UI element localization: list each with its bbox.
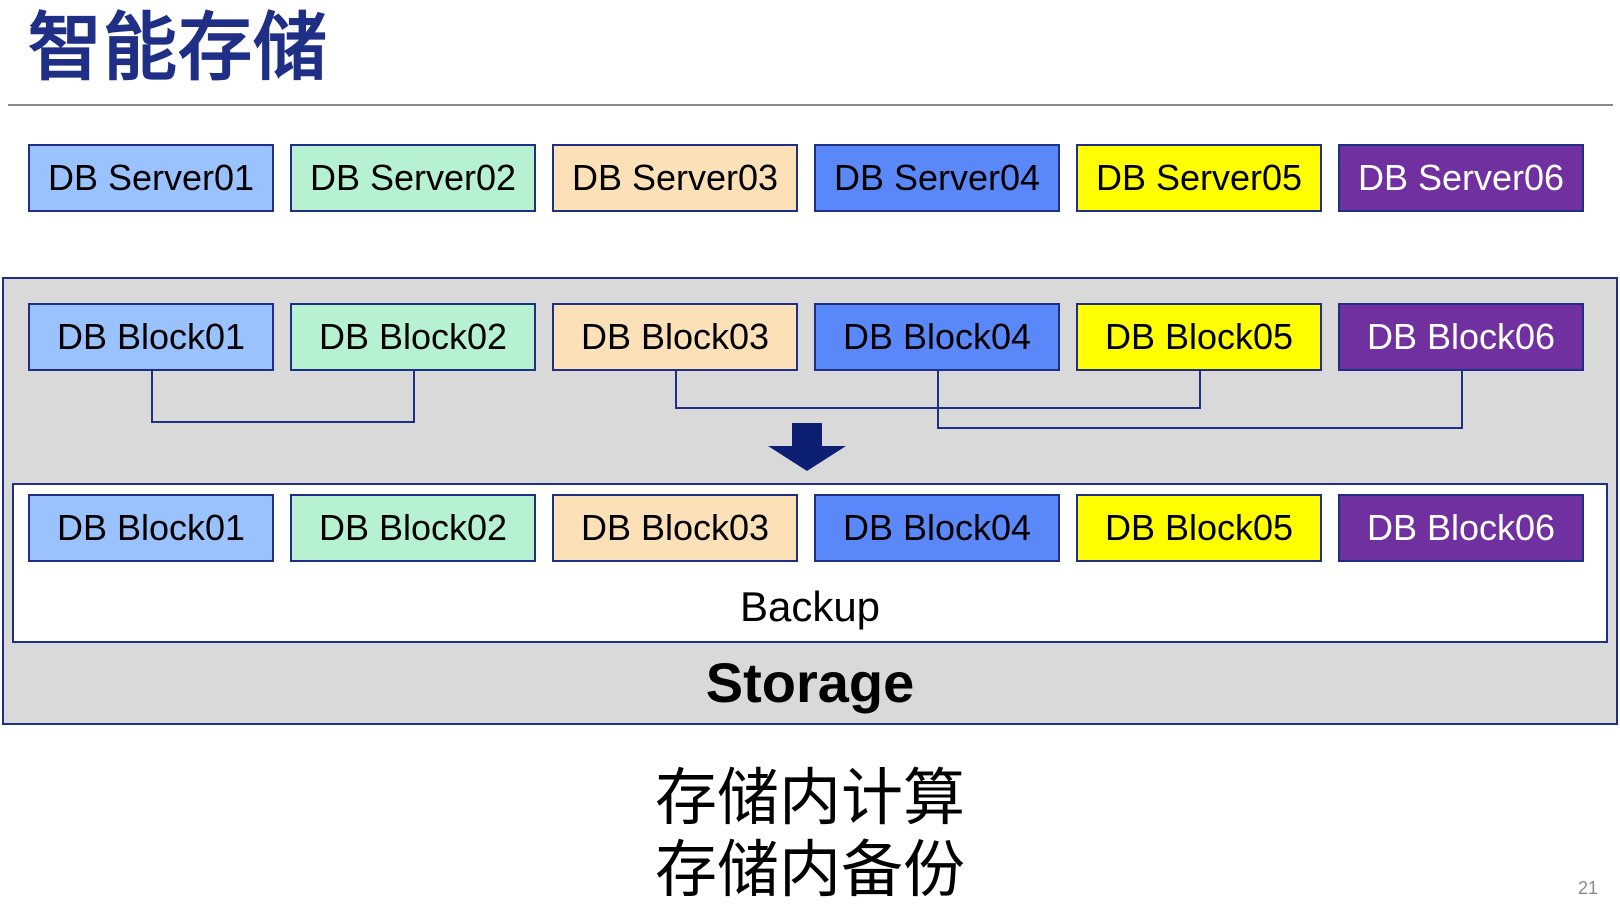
backup-block-02: DB Block02	[290, 494, 536, 562]
page-number: 21	[1577, 878, 1598, 898]
caption-line-1: 存储内计算	[654, 761, 965, 834]
backup-block-05: DB Block05	[1076, 494, 1322, 562]
title-divider	[8, 104, 1613, 106]
storage-label: Storage	[705, 651, 915, 714]
caption-line-2: 存储内备份	[654, 833, 965, 906]
server-box-02: DB Server02	[290, 144, 536, 212]
page-title: 智能存储	[28, 5, 328, 91]
server-box-04: DB Server04	[814, 144, 1060, 212]
backup-block-03: DB Block03	[552, 494, 798, 562]
storage-block-06: DB Block06	[1338, 303, 1584, 371]
server-box-05: DB Server05	[1076, 144, 1322, 212]
server-box-01: DB Server01	[28, 144, 274, 212]
storage-block-01: DB Block01	[28, 303, 274, 371]
server-box-06: DB Server06	[1338, 144, 1584, 212]
storage-block-04: DB Block04	[814, 303, 1060, 371]
storage-block-05: DB Block05	[1076, 303, 1322, 371]
server-box-03: DB Server03	[552, 144, 798, 212]
storage-block-02: DB Block02	[290, 303, 536, 371]
backup-label: Backup	[739, 583, 881, 630]
down-arrow-icon	[768, 423, 846, 471]
connector-01-02	[151, 371, 415, 423]
backup-block-04: DB Block04	[814, 494, 1060, 562]
backup-block-01: DB Block01	[28, 494, 274, 562]
storage-block-03: DB Block03	[552, 303, 798, 371]
connector-04-06	[937, 371, 1463, 429]
backup-block-06: DB Block06	[1338, 494, 1584, 562]
